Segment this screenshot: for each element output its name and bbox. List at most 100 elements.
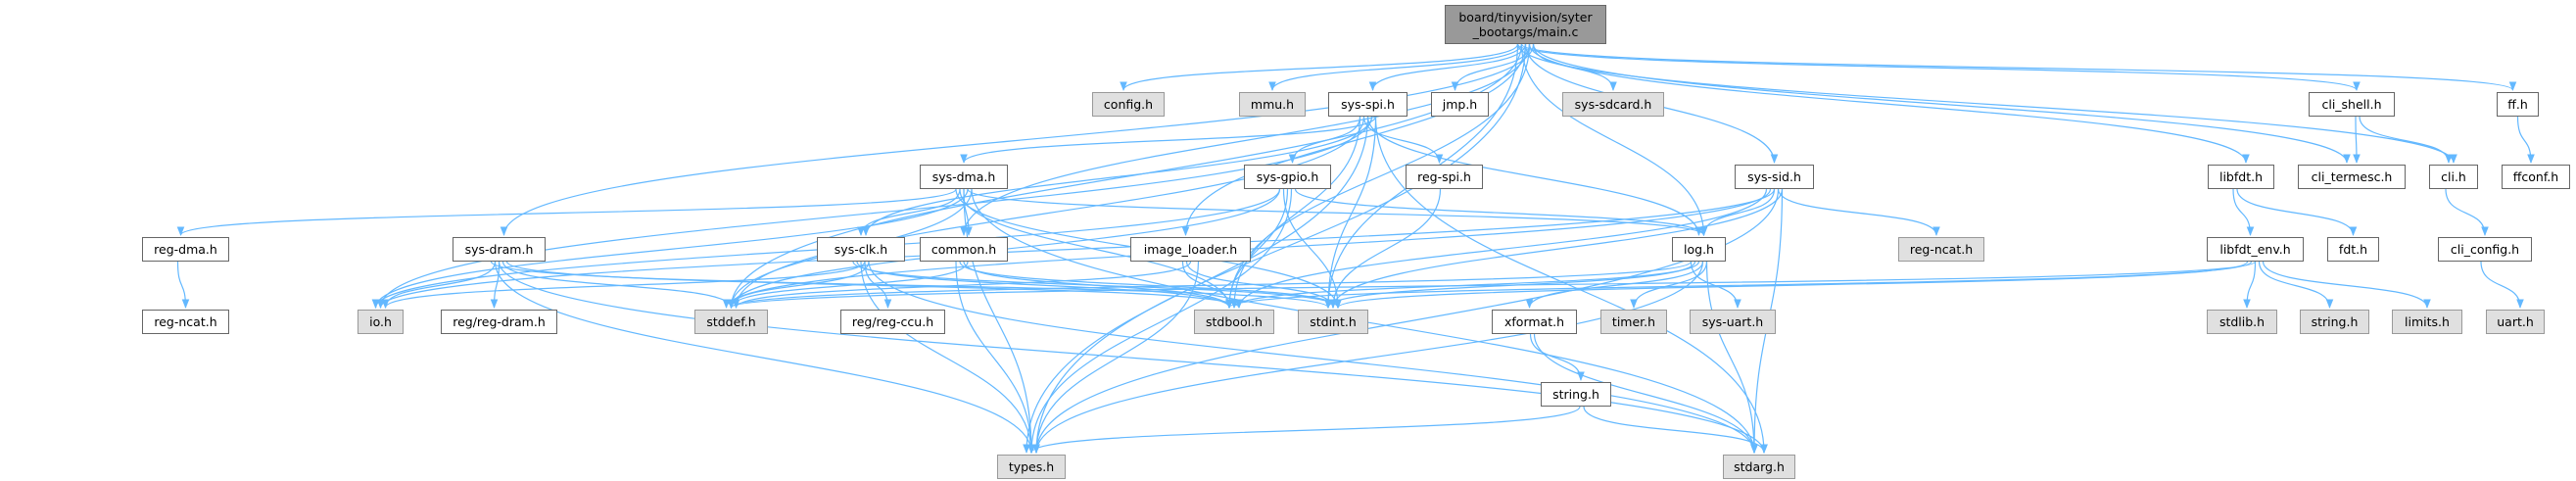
node-syssdcard[interactable]: sys-sdcard.h	[1562, 92, 1664, 117]
edge-main-to-clitermesc	[1532, 43, 2351, 164]
edge-sysspi-to-stdbool	[1230, 116, 1361, 309]
node-cliconfig[interactable]: cli_config.h	[2438, 237, 2532, 262]
node-regdma[interactable]: reg-dma.h	[142, 237, 229, 262]
edge-main-to-clishell	[1516, 43, 2361, 91]
edge-libfdtenv-to-string2	[2258, 261, 2334, 309]
node-stdarg[interactable]: stdarg.h	[1723, 455, 1795, 479]
node-sysspi[interactable]: sys-spi.h	[1328, 92, 1407, 117]
node-clishell[interactable]: cli_shell.h	[2309, 92, 2395, 117]
edge-sysspi-to-io	[376, 116, 1373, 309]
edge-regdma-to-regncat	[176, 261, 190, 309]
edge-log-to-timer	[1630, 261, 1708, 309]
edge-sysdram-to-stdarg	[498, 261, 1768, 454]
node-config[interactable]: config.h	[1092, 92, 1165, 117]
edge-sysdma-to-types	[963, 188, 1035, 454]
node-libfdtenv[interactable]: libfdt_env.h	[2207, 237, 2304, 262]
node-clitermesc[interactable]: cli_termesc.h	[2298, 165, 2406, 189]
edge-clishell-to-cli	[2359, 116, 2453, 164]
edge-xformat-to-string	[1529, 333, 1585, 381]
node-log[interactable]: log.h	[1672, 237, 1726, 262]
edge-sysdma-to-stdbool	[959, 188, 1233, 309]
node-fdt[interactable]: fdt.h	[2327, 237, 2379, 262]
node-regccu[interactable]: reg/reg-ccu.h	[840, 310, 945, 334]
edge-main-to-sysdram	[500, 43, 1535, 236]
edge-sysdma-to-sysclk	[857, 188, 961, 236]
edge-clishell-to-clitermesc	[2353, 116, 2361, 164]
edge-syssid-to-types	[1032, 188, 1780, 454]
node-sysgpio[interactable]: sys-gpio.h	[1244, 165, 1331, 189]
node-cli[interactable]: cli.h	[2429, 165, 2478, 189]
edge-string-to-types	[1027, 406, 1581, 454]
edge-sysspi-to-sysdma	[960, 116, 1377, 164]
node-libfdt[interactable]: libfdt.h	[2208, 165, 2274, 189]
edge-libfdtenv-to-limits	[2262, 261, 2431, 309]
edge-main-to-ff	[1520, 43, 2517, 91]
node-timer[interactable]: timer.h	[1600, 310, 1667, 334]
node-mmu[interactable]: mmu.h	[1239, 92, 1306, 117]
node-xformat[interactable]: xformat.h	[1492, 310, 1577, 334]
node-jmp[interactable]: jmp.h	[1431, 92, 1489, 117]
edge-imageloader-to-types	[1032, 261, 1200, 454]
edge-main-to-mmu	[1268, 43, 1523, 91]
edge-sysspi-to-stdint	[1324, 116, 1377, 309]
node-string[interactable]: string.h	[1541, 382, 1611, 407]
edge-sysdram-to-io	[381, 261, 497, 309]
edge-sysdram-to-stddef	[501, 261, 736, 309]
node-syssid[interactable]: sys-sid.h	[1735, 165, 1814, 189]
node-stdbool[interactable]: stdbool.h	[1194, 310, 1274, 334]
edge-string-to-stdarg	[1583, 406, 1768, 454]
node-string2[interactable]: string.h	[2300, 310, 2369, 334]
edge-sysdram-to-types	[494, 261, 1035, 454]
edge-sysclk-to-stdarg	[868, 261, 1758, 454]
edge-main-to-sysspi	[1368, 43, 1527, 91]
edge-common-to-stdbool	[963, 261, 1233, 309]
edge-cli-to-cliconfig	[2445, 188, 2489, 236]
node-ff[interactable]: ff.h	[2497, 92, 2539, 117]
node-stddef[interactable]: stddef.h	[694, 310, 768, 334]
edge-libfdtenv-to-stddef	[728, 261, 2257, 309]
node-regspi[interactable]: reg-spi.h	[1406, 165, 1483, 189]
edge-log-to-types	[1032, 261, 1704, 454]
node-ffconf[interactable]: ffconf.h	[2502, 165, 2570, 189]
node-common[interactable]: common.h	[920, 237, 1008, 262]
edge-sysspi-to-log	[1366, 116, 1703, 236]
edge-syssid-to-regncat2	[1777, 188, 1940, 236]
edge-libfdtenv-to-stdlib	[2243, 261, 2257, 309]
node-regdram[interactable]: reg/reg-dram.h	[441, 310, 557, 334]
edge-sysdma-to-log	[967, 188, 1708, 236]
node-limits[interactable]: limits.h	[2392, 310, 2462, 334]
node-stdint[interactable]: stdint.h	[1298, 310, 1368, 334]
edge-sysdram-to-stdint	[490, 261, 1332, 309]
edge-main-to-common	[960, 43, 1531, 236]
edge-syssid-to-stdint	[1329, 188, 1784, 309]
edge-log-to-stdarg	[1705, 261, 1758, 454]
edge-syssid-to-io	[376, 188, 1776, 309]
edge-sysgpio-to-stdint	[1282, 188, 1342, 309]
node-stdlib[interactable]: stdlib.h	[2207, 310, 2277, 334]
edge-sysspi-to-sysgpio	[1288, 116, 1361, 164]
edge-sysclk-to-types	[860, 261, 1035, 454]
node-sysuart[interactable]: sys-uart.h	[1690, 310, 1776, 334]
edge-sysspi-to-sysclk	[862, 116, 1373, 236]
node-sysdma[interactable]: sys-dma.h	[920, 165, 1008, 189]
edge-libfdt-to-libfdtenv	[2232, 188, 2255, 236]
node-uart[interactable]: uart.h	[2486, 310, 2545, 334]
edge-cliconfig-to-uart	[2480, 261, 2524, 309]
edge-regspi-to-stdint	[1329, 188, 1442, 309]
node-regncat[interactable]: reg-ncat.h	[142, 310, 229, 334]
edge-common-to-types	[955, 261, 1035, 454]
node-types[interactable]: types.h	[997, 455, 1066, 479]
node-sysclk[interactable]: sys-clk.h	[817, 237, 905, 262]
edge-syssid-to-log	[1699, 188, 1776, 236]
edge-sysgpio-to-types	[1027, 188, 1293, 454]
node-main[interactable]: board/tinyvision/syter _bootargs/main.c	[1445, 5, 1606, 44]
edge-sysdram-to-stdbool	[505, 261, 1243, 309]
edge-log-to-xformat	[1525, 261, 1704, 309]
node-io[interactable]: io.h	[358, 310, 404, 334]
edge-sysclk-to-stdbool	[856, 261, 1233, 309]
node-regncat2[interactable]: reg-ncat.h	[1898, 237, 1984, 262]
node-sysdram[interactable]: sys-dram.h	[453, 237, 546, 262]
edge-log-to-stddef	[727, 261, 1693, 309]
node-imageloader[interactable]: image_loader.h	[1130, 237, 1251, 262]
